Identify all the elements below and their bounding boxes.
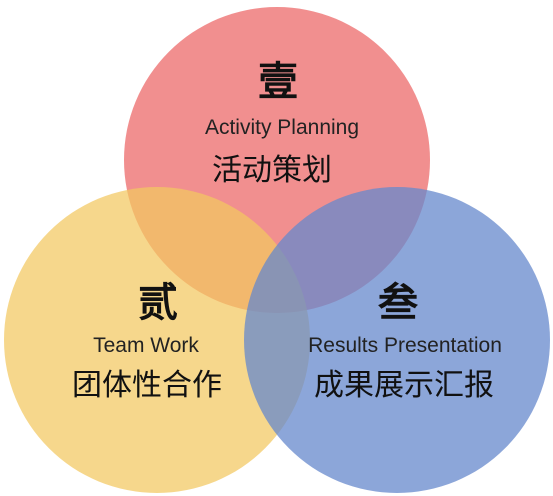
circle-results-presentation xyxy=(244,187,550,493)
label-team-work-en: Team Work xyxy=(93,334,199,357)
circle-team-work xyxy=(4,187,310,493)
label-results-presentation-en: Results Presentation xyxy=(308,334,502,357)
label-team-work-zh: 团体性合作 xyxy=(72,368,222,403)
label-activity-planning-zh: 活动策划 xyxy=(212,153,332,188)
numeral-two: 贰 xyxy=(138,280,178,326)
numeral-three: 叁 xyxy=(378,280,418,326)
numeral-one: 壹 xyxy=(258,59,298,105)
label-results-presentation-zh: 成果展示汇报 xyxy=(314,368,494,403)
label-activity-planning-en: Activity Planning xyxy=(204,116,360,139)
